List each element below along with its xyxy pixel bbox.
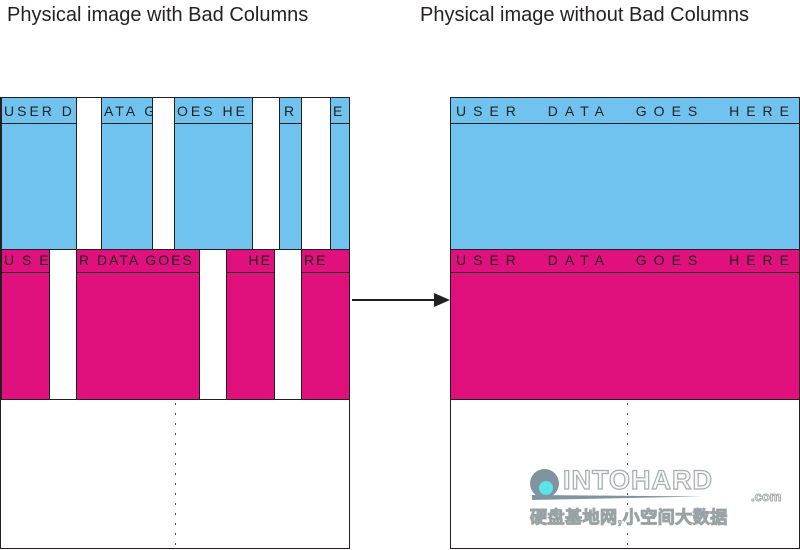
conversion-arrow-line	[352, 299, 436, 301]
segment-label: R	[280, 98, 301, 124]
left-unwritten-region	[1, 400, 349, 548]
right-magenta-region: USER DATA GOES HERE	[451, 250, 799, 400]
segment-label: R DATA GOES	[77, 250, 199, 273]
magenta-data-segment: RE	[301, 250, 350, 399]
left-blue-region: USER D ATA G OES HE R E	[1, 98, 350, 250]
magenta-data-block: USER DATA GOES HERE	[451, 250, 799, 399]
right-blue-region: USER DATA GOES HERE	[451, 98, 799, 250]
magenta-block-label: USER DATA GOES HERE	[451, 250, 799, 273]
segment-label: ATA G	[102, 98, 152, 124]
label-word: DATA	[547, 252, 611, 268]
right-continuation-dashed-line	[627, 403, 628, 546]
magenta-data-segment: R DATA GOES	[76, 250, 200, 399]
label-word: DATA	[547, 103, 611, 119]
magenta-data-segment: U S E	[1, 250, 50, 399]
label-word: USER	[456, 252, 523, 268]
blue-data-segment: USER D	[1, 98, 77, 249]
blue-data-segment: R	[279, 98, 302, 249]
magenta-data-segment: HE	[226, 250, 275, 399]
segment-label: U S E	[2, 250, 49, 273]
left-magenta-region: U S E R DATA GOES HE RE	[1, 250, 350, 400]
conversion-arrow-head-icon	[434, 293, 450, 307]
right-unwritten-region	[451, 400, 799, 548]
panel-without-bad-columns: USER DATA GOES HERE USER DATA GOES HERE	[450, 97, 800, 549]
label-word: USER	[456, 103, 523, 119]
blue-data-segment: OES HE	[174, 98, 253, 249]
blue-data-segment: E	[330, 98, 350, 249]
segment-label: OES HE	[175, 98, 252, 124]
left-panel-title: Physical image with Bad Columns	[7, 4, 309, 26]
blue-data-block: USER DATA GOES HERE	[451, 98, 799, 249]
right-panel-title: Physical image without Bad Columns	[420, 4, 750, 26]
label-word: HERE	[729, 252, 796, 268]
label-word: GOES	[635, 103, 705, 119]
label-word: HERE	[729, 103, 796, 119]
segment-label: USER D	[2, 98, 76, 124]
label-word: GOES	[635, 252, 705, 268]
left-continuation-dashed-line	[175, 403, 176, 546]
blue-block-label: USER DATA GOES HERE	[451, 98, 799, 124]
segment-label: HE	[227, 250, 274, 273]
segment-label: E	[331, 98, 349, 124]
blue-data-segment: ATA G	[101, 98, 153, 249]
segment-label: RE	[302, 250, 349, 273]
